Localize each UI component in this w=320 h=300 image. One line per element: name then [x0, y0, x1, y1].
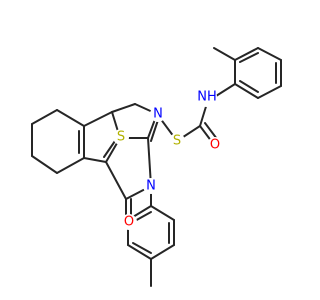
ketone-oxygen-label: O	[124, 215, 134, 230]
amide-nh-label: NH	[197, 90, 217, 105]
background	[0, 0, 300, 300]
atom-labels: S N S O NH N O	[113, 87, 223, 230]
ring-sulfur-label: S	[117, 130, 125, 145]
amide-oxygen-label: O	[210, 138, 220, 153]
ring-n3-label: N	[146, 179, 156, 194]
structure-diagram: S N S O NH N O	[0, 0, 300, 300]
thioether-sulfur-label: S	[173, 134, 181, 149]
ring-nitrogen-label: N	[153, 107, 163, 122]
molecule-canvas: S N S O NH N O	[0, 0, 300, 300]
